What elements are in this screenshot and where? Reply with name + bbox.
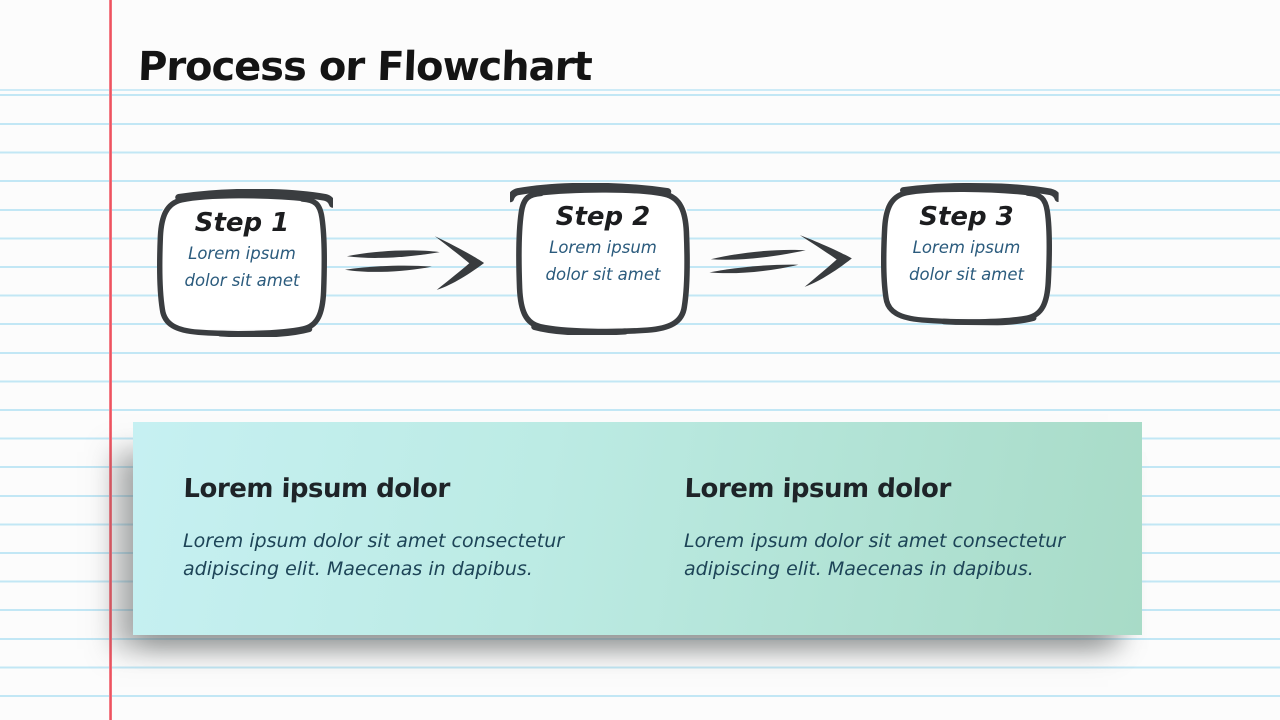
column-body-line: adipiscing elit. Maecenas in dapibus. [183,557,533,580]
step-title: Step 1 [194,208,290,238]
step-title: Step 3 [919,202,1014,232]
panel-column-2: Lorem ipsum dolor Lorem ipsum dolor sit … [684,422,1149,583]
flow-arrow-icon [344,234,490,292]
sketch-border-icon [157,189,333,337]
step-box-1-fill [159,197,325,329]
step-body-line: dolor sit amet [184,271,300,290]
ruled-line-top-b [0,94,1280,96]
flow-arrow-icon [707,230,860,294]
column-body-line: Lorem ipsum dolor sit amet consectetur [684,530,1066,552]
step-body-line: Lorem ipsum [549,238,657,257]
panel-column-1: Lorem ipsum dolor Lorem ipsum dolor sit … [183,422,648,583]
slide-title: Process or Flowchart [137,44,593,90]
step-body-line: Lorem ipsum [912,238,1021,257]
step-box-3: Step 3 Lorem ipsum dolor sit amet [875,182,1059,326]
step-body-line: Lorem ipsum [188,244,296,263]
sketch-border-icon [510,183,690,335]
column-heading: Lorem ipsum dolor [183,474,451,504]
step-box-2-fill [518,191,688,327]
column-body: Lorem ipsum dolor sit amet consectetur a… [684,528,1149,583]
step-box-3-fill [883,191,1050,317]
column-body-line: Lorem ipsum dolor sit amet consectetur [183,530,565,552]
step-body-line: dolor sit amet [545,265,661,284]
step-box-1: Step 1 Lorem ipsum dolor sit amet [151,189,333,337]
step-body-line: dolor sit amet [909,265,1024,284]
column-heading: Lorem ipsum dolor [684,474,952,504]
ruled-line-top-a [0,89,1280,91]
column-body-line: adipiscing elit. Maecenas in dapibus. [684,557,1034,580]
summary-panel: Lorem ipsum dolor Lorem ipsum dolor sit … [133,422,1142,635]
step-box-2: Step 2 Lorem ipsum dolor sit amet [510,183,696,335]
sketch-border-icon [881,182,1059,326]
column-body: Lorem ipsum dolor sit amet consectetur a… [183,528,648,583]
step-title: Step 2 [555,202,651,232]
margin-line [109,0,112,720]
